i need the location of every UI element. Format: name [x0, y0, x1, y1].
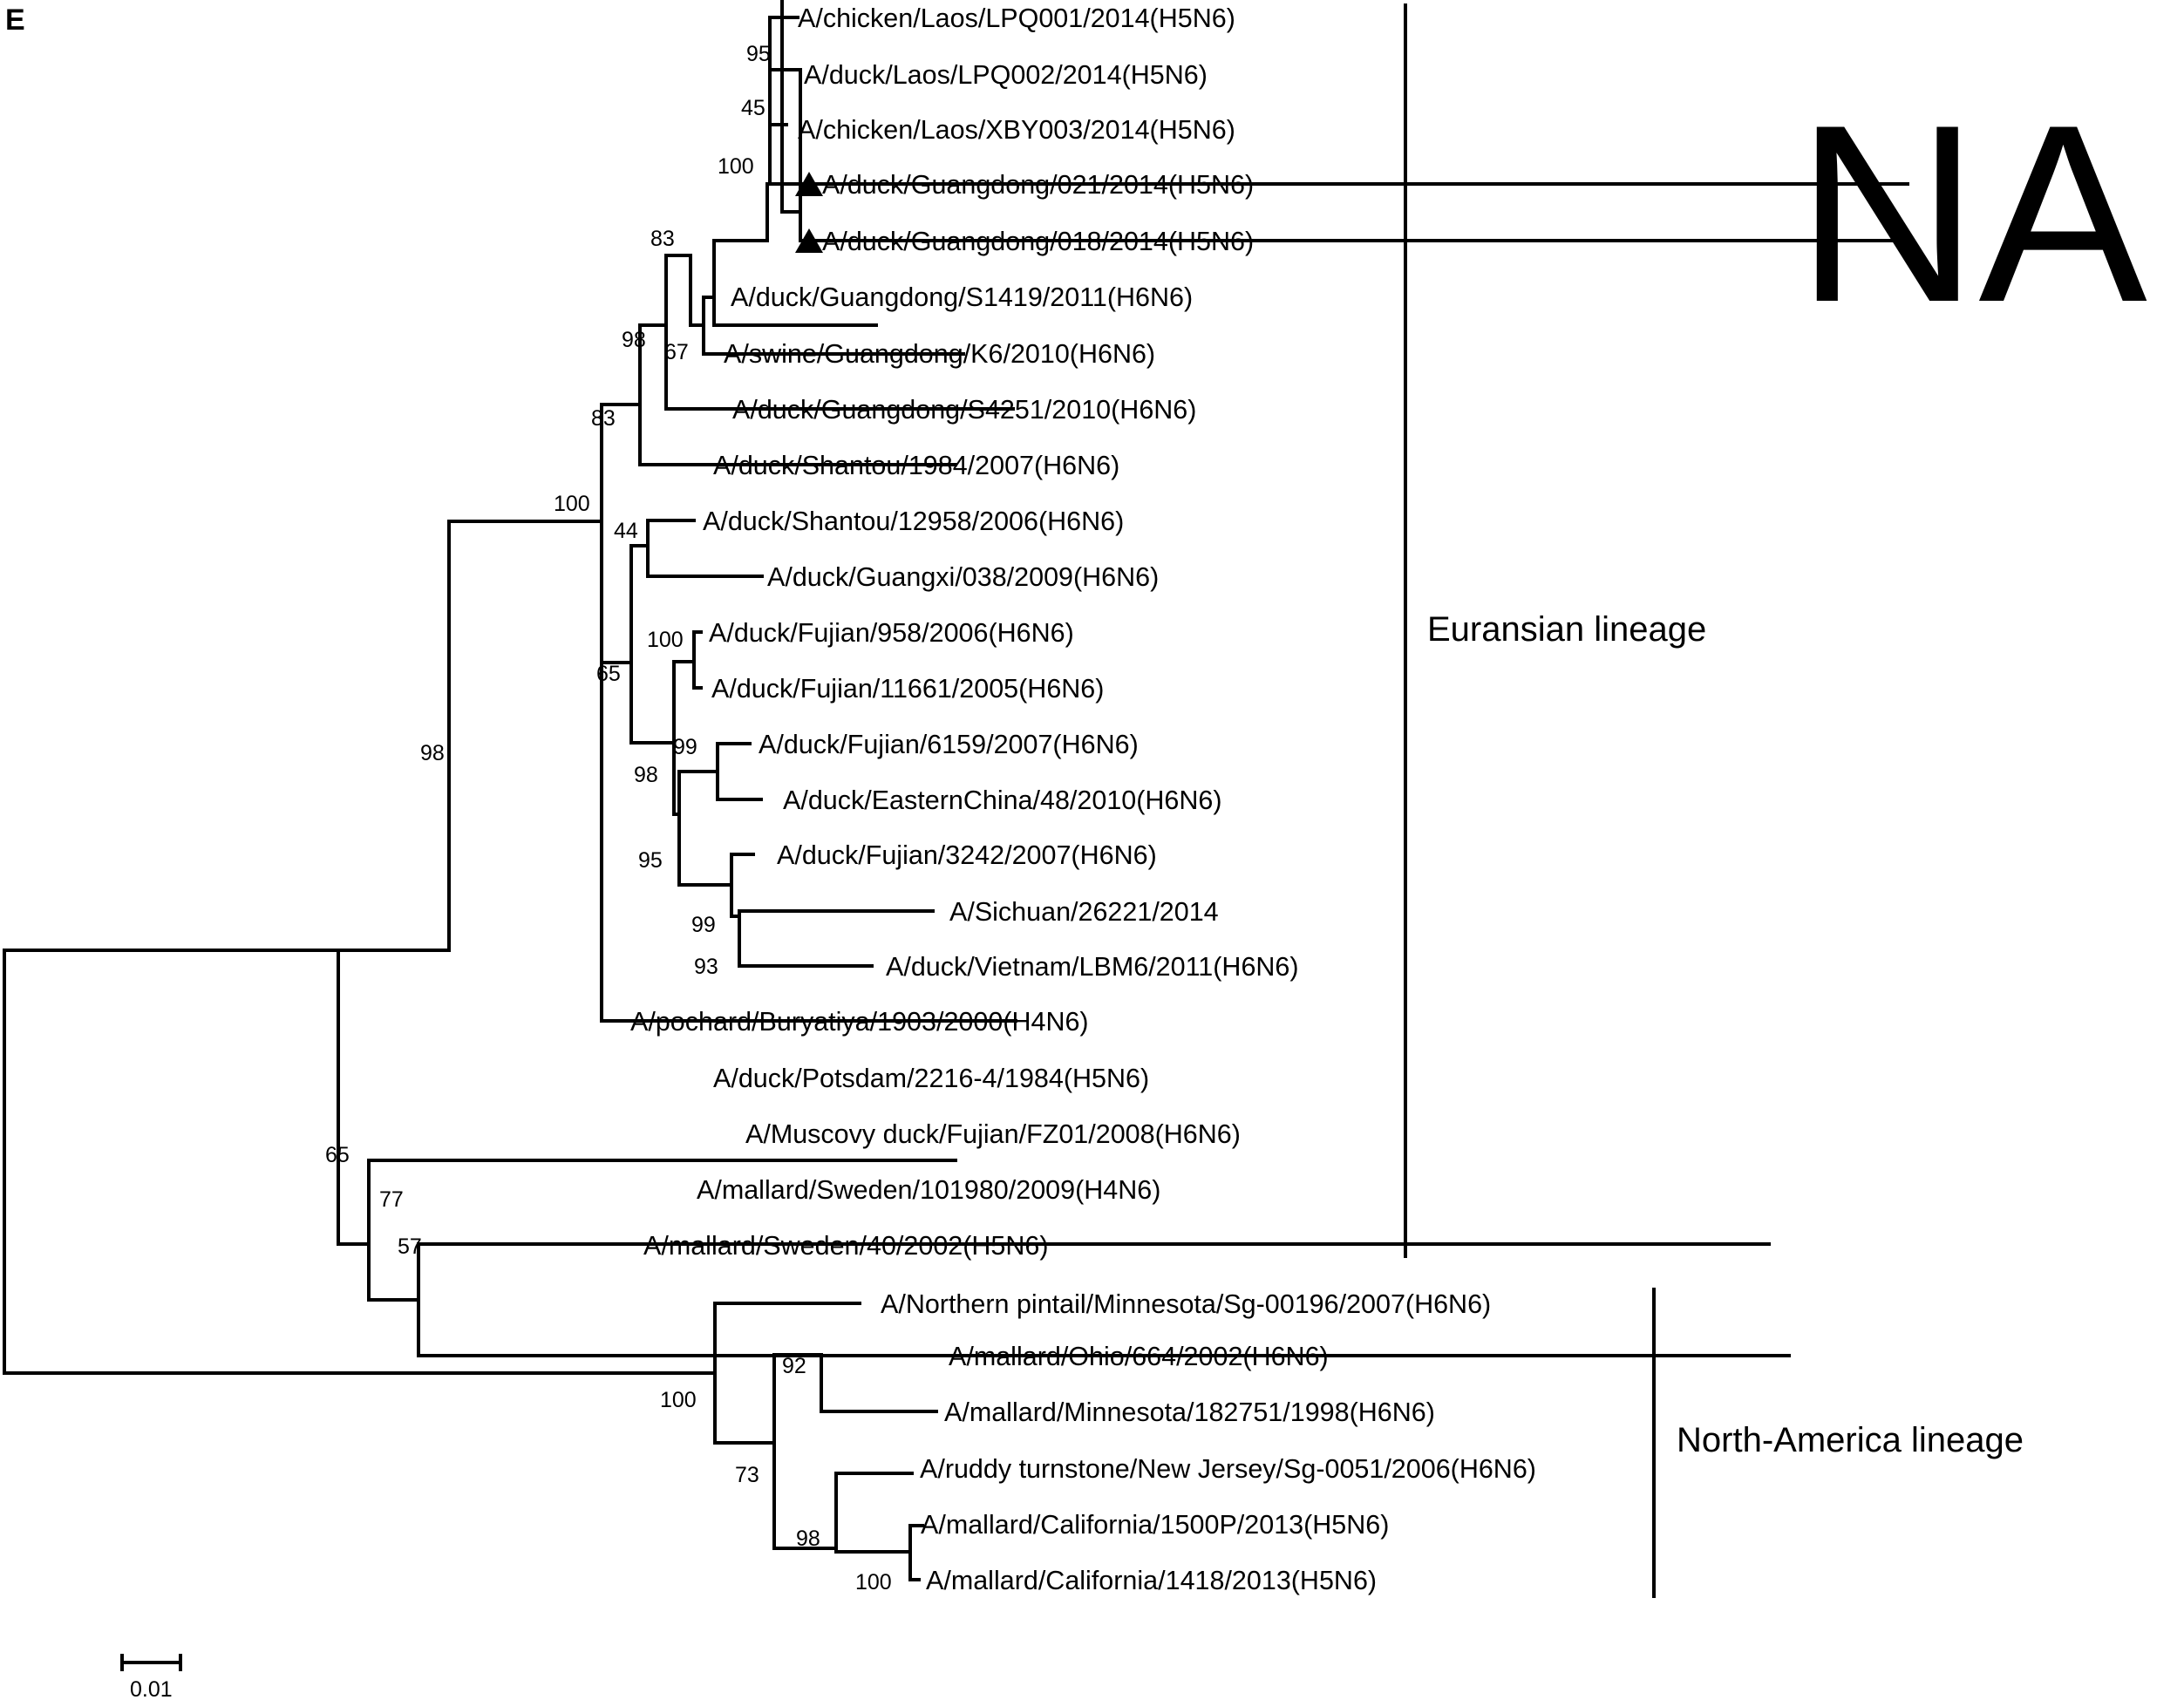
bootstrap-value: 92 [782, 1354, 806, 1378]
tree-branches-north-america [713, 1302, 943, 1581]
gene-label: NA [1796, 72, 2148, 355]
bootstrap-value: 65 [325, 1143, 350, 1167]
bootstrap-value: 83 [591, 406, 616, 431]
taxon-label: A/duck/EasternChina/48/2010(H6N6) [783, 785, 1222, 815]
taxon-label: A/Northern pintail/Minnesota/Sg-00196/20… [881, 1289, 1491, 1319]
tip-labels: A/chicken/Laos/LPQ001/2014(H5N6) A/duck/L… [630, 3, 1536, 1595]
taxon-label: A/duck/Guangdong/018/2014(H5N6) [822, 227, 1254, 256]
bootstrap-value: 100 [855, 1570, 892, 1595]
bootstrap-labels: 95 45 100 83 67 98 83 100 44 100 65 99 98 95 99 93 98 65 7… [325, 42, 892, 1595]
taxon-label: A/duck/Guangdong/S1419/2011(H6N6) [731, 282, 1193, 312]
marker-triangle-icon [795, 172, 823, 196]
taxon-label: A/duck/Shantou/12958/2006(H6N6) [703, 507, 1124, 536]
bootstrap-value: 83 [650, 227, 675, 251]
clade-label-north-america: North-America lineage [1677, 1421, 2024, 1459]
clade-label-eurasian: Euransian lineage [1427, 610, 1706, 649]
bootstrap-value: 57 [398, 1234, 422, 1259]
bootstrap-value: 99 [691, 913, 716, 937]
taxon-label: A/mallard/California/1418/2013(H5N6) [926, 1566, 1377, 1595]
tree-branches [3, 0, 1909, 1375]
bootstrap-value: 95 [746, 42, 771, 66]
taxon-label: A/chicken/Laos/LPQ001/2014(H5N6) [798, 3, 1235, 33]
bootstrap-value: 99 [673, 735, 697, 759]
bootstrap-value: 77 [379, 1187, 404, 1212]
taxon-label: A/duck/Vietnam/LBM6/2011(H6N6) [886, 952, 1299, 982]
bootstrap-value: 100 [554, 492, 590, 516]
marker-triangle-icon [795, 228, 823, 253]
bootstrap-value: 100 [718, 154, 754, 179]
taxon-label: A/mallard/Ohio/664/2002(H6N6) [949, 1342, 1329, 1371]
bootstrap-value: 98 [420, 741, 445, 765]
taxon-label: A/chicken/Laos/XBY003/2014(H5N6) [798, 115, 1235, 145]
bootstrap-value: 45 [741, 96, 765, 120]
taxon-label: A/duck/Fujian/3242/2007(H6N6) [777, 840, 1157, 870]
taxon-label: A/swine/Guangdong/K6/2010(H6N6) [724, 339, 1155, 369]
bootstrap-value: 98 [622, 328, 646, 352]
bootstrap-value: 65 [596, 662, 621, 686]
taxon-label: A/duck/Shantou/1984/2007(H6N6) [713, 451, 1119, 480]
bootstrap-value: 100 [647, 628, 684, 652]
bootstrap-value: 100 [660, 1388, 697, 1412]
taxon-label: A/mallard/Sweden/40/2002(H5N6) [643, 1231, 1049, 1261]
taxon-label: A/duck/Laos/LPQ002/2014(H5N6) [804, 60, 1208, 90]
taxon-label: A/duck/Fujian/11661/2005(H6N6) [711, 674, 1104, 704]
bootstrap-value: 93 [694, 955, 718, 979]
node-eurasian-main [337, 520, 451, 952]
taxon-label: A/mallard/California/1500P/2013(H5N6) [921, 1510, 1389, 1540]
taxon-label: A/mallard/Minnesota/182751/1998(H6N6) [944, 1397, 1435, 1427]
bootstrap-value: 98 [796, 1527, 820, 1551]
taxon-label: A/duck/Potsdam/2216-4/1984(H5N6) [713, 1064, 1149, 1093]
taxon-label: A/duck/Fujian/958/2006(H6N6) [709, 618, 1074, 648]
bootstrap-value: 67 [664, 340, 689, 364]
bootstrap-value: 98 [634, 763, 658, 787]
panel-label: E [5, 3, 25, 37]
taxon-label: A/Sichuan/26221/2014 [949, 897, 1219, 927]
bootstrap-value: 95 [638, 848, 663, 873]
scale-bar: 0.01 [120, 1654, 182, 1700]
taxon-label: A/duck/Fujian/6159/2007(H6N6) [759, 730, 1139, 759]
study-strain-markers [795, 172, 823, 253]
taxon-label: A/ruddy turnstone/New Jersey/Sg-0051/200… [920, 1454, 1536, 1484]
taxon-label: A/duck/Guangdong/S4251/2010(H6N6) [732, 395, 1196, 425]
taxon-label: A/duck/Guangxi/038/2009(H6N6) [767, 562, 1159, 592]
taxon-label: A/pochard/Buryatiya/1903/2000(H4N6) [630, 1007, 1089, 1037]
taxon-label: A/Muscovy duck/Fujian/FZ01/2008(H6N6) [745, 1119, 1241, 1149]
bootstrap-value: 73 [735, 1463, 759, 1487]
taxon-label: A/mallard/Sweden/101980/2009(H4N6) [697, 1175, 1160, 1205]
taxon-label: A/duck/Guangdong/021/2014(H5N6) [822, 170, 1254, 200]
bootstrap-value: 44 [614, 519, 638, 543]
scale-bar-label: 0.01 [130, 1677, 173, 1700]
